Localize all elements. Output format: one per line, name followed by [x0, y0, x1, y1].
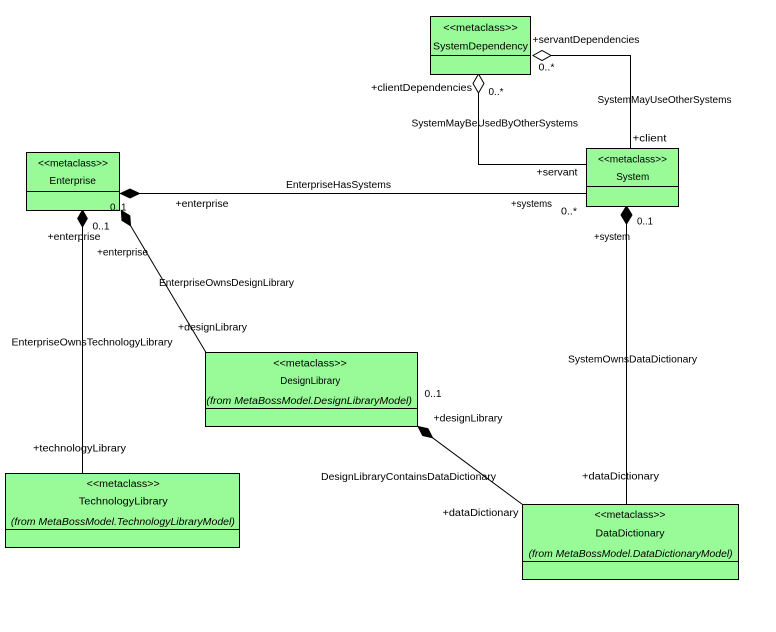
svg-text:+dataDictionary: +dataDictionary [443, 508, 519, 519]
svg-text:+system: +system [594, 232, 630, 243]
svg-text:DesignLibrary: DesignLibrary [280, 376, 340, 387]
svg-text:+enterprise: +enterprise [176, 199, 229, 210]
svg-text:+dataDictionary: +dataDictionary [582, 472, 659, 483]
svg-text:0..1: 0..1 [93, 222, 110, 233]
svg-text:+servantDependencies: +servantDependencies [533, 35, 640, 46]
svg-text:+enterprise: +enterprise [97, 248, 148, 259]
svg-text:<<metaclass>>: <<metaclass>> [598, 155, 667, 166]
svg-text:(from MetaBossModel.DataDictio: (from MetaBossModel.DataDictionaryModel) [529, 549, 733, 560]
svg-text:SystemDependency: SystemDependency [433, 42, 528, 53]
svg-text:(from MetaBossModel.DesignLibr: (from MetaBossModel.DesignLibraryModel) [206, 396, 412, 407]
svg-text:TechnologyLibrary: TechnologyLibrary [79, 497, 168, 508]
svg-text:+servant: +servant [537, 168, 578, 179]
svg-text:DesignLibraryContainsDataDicti: DesignLibraryContainsDataDictionary [321, 472, 496, 483]
svg-text:+designLibrary: +designLibrary [178, 323, 247, 334]
svg-text:<<metaclass>>: <<metaclass>> [595, 510, 666, 521]
svg-text:<<metaclass>>: <<metaclass>> [443, 23, 518, 34]
svg-text:+clientDependencies: +clientDependencies [371, 83, 472, 94]
svg-text:EnterpriseOwnsTechnologyLibrar: EnterpriseOwnsTechnologyLibrary [12, 338, 173, 349]
svg-text:+systems: +systems [511, 199, 552, 210]
svg-text:+client: +client [633, 134, 667, 145]
svg-text:DataDictionary: DataDictionary [596, 529, 665, 540]
svg-text:0..1: 0..1 [637, 217, 653, 228]
svg-text:Enterprise: Enterprise [49, 176, 96, 187]
svg-text:(from MetaBossModel.Technology: (from MetaBossModel.TechnologyLibraryMod… [11, 517, 235, 528]
svg-text:<<metaclass>>: <<metaclass>> [87, 479, 160, 490]
svg-text:+technologyLibrary: +technologyLibrary [33, 444, 126, 455]
svg-text:System: System [616, 172, 649, 183]
svg-text:SystemMayUseOtherSystems: SystemMayUseOtherSystems [598, 95, 732, 106]
svg-text:EnterpriseHasSystems: EnterpriseHasSystems [286, 180, 391, 191]
svg-text:0..*: 0..* [539, 63, 555, 74]
svg-text:0..*: 0..* [489, 87, 504, 98]
svg-text:<<metaclass>>: <<metaclass>> [273, 359, 347, 370]
svg-text:0..1: 0..1 [425, 389, 442, 400]
svg-text:SystemOwnsDataDictionary: SystemOwnsDataDictionary [568, 355, 697, 366]
svg-text:SystemMayBeUsedByOtherSystems: SystemMayBeUsedByOtherSystems [412, 119, 579, 130]
svg-text:+enterprise: +enterprise [48, 232, 101, 243]
svg-text:0..1: 0..1 [110, 203, 127, 214]
svg-text:0..*: 0..* [561, 207, 577, 218]
svg-text:+designLibrary: +designLibrary [434, 414, 503, 425]
svg-text:EnterpriseOwnsDesignLibrary: EnterpriseOwnsDesignLibrary [159, 278, 294, 289]
svg-text:<<metaclass>>: <<metaclass>> [38, 159, 108, 170]
